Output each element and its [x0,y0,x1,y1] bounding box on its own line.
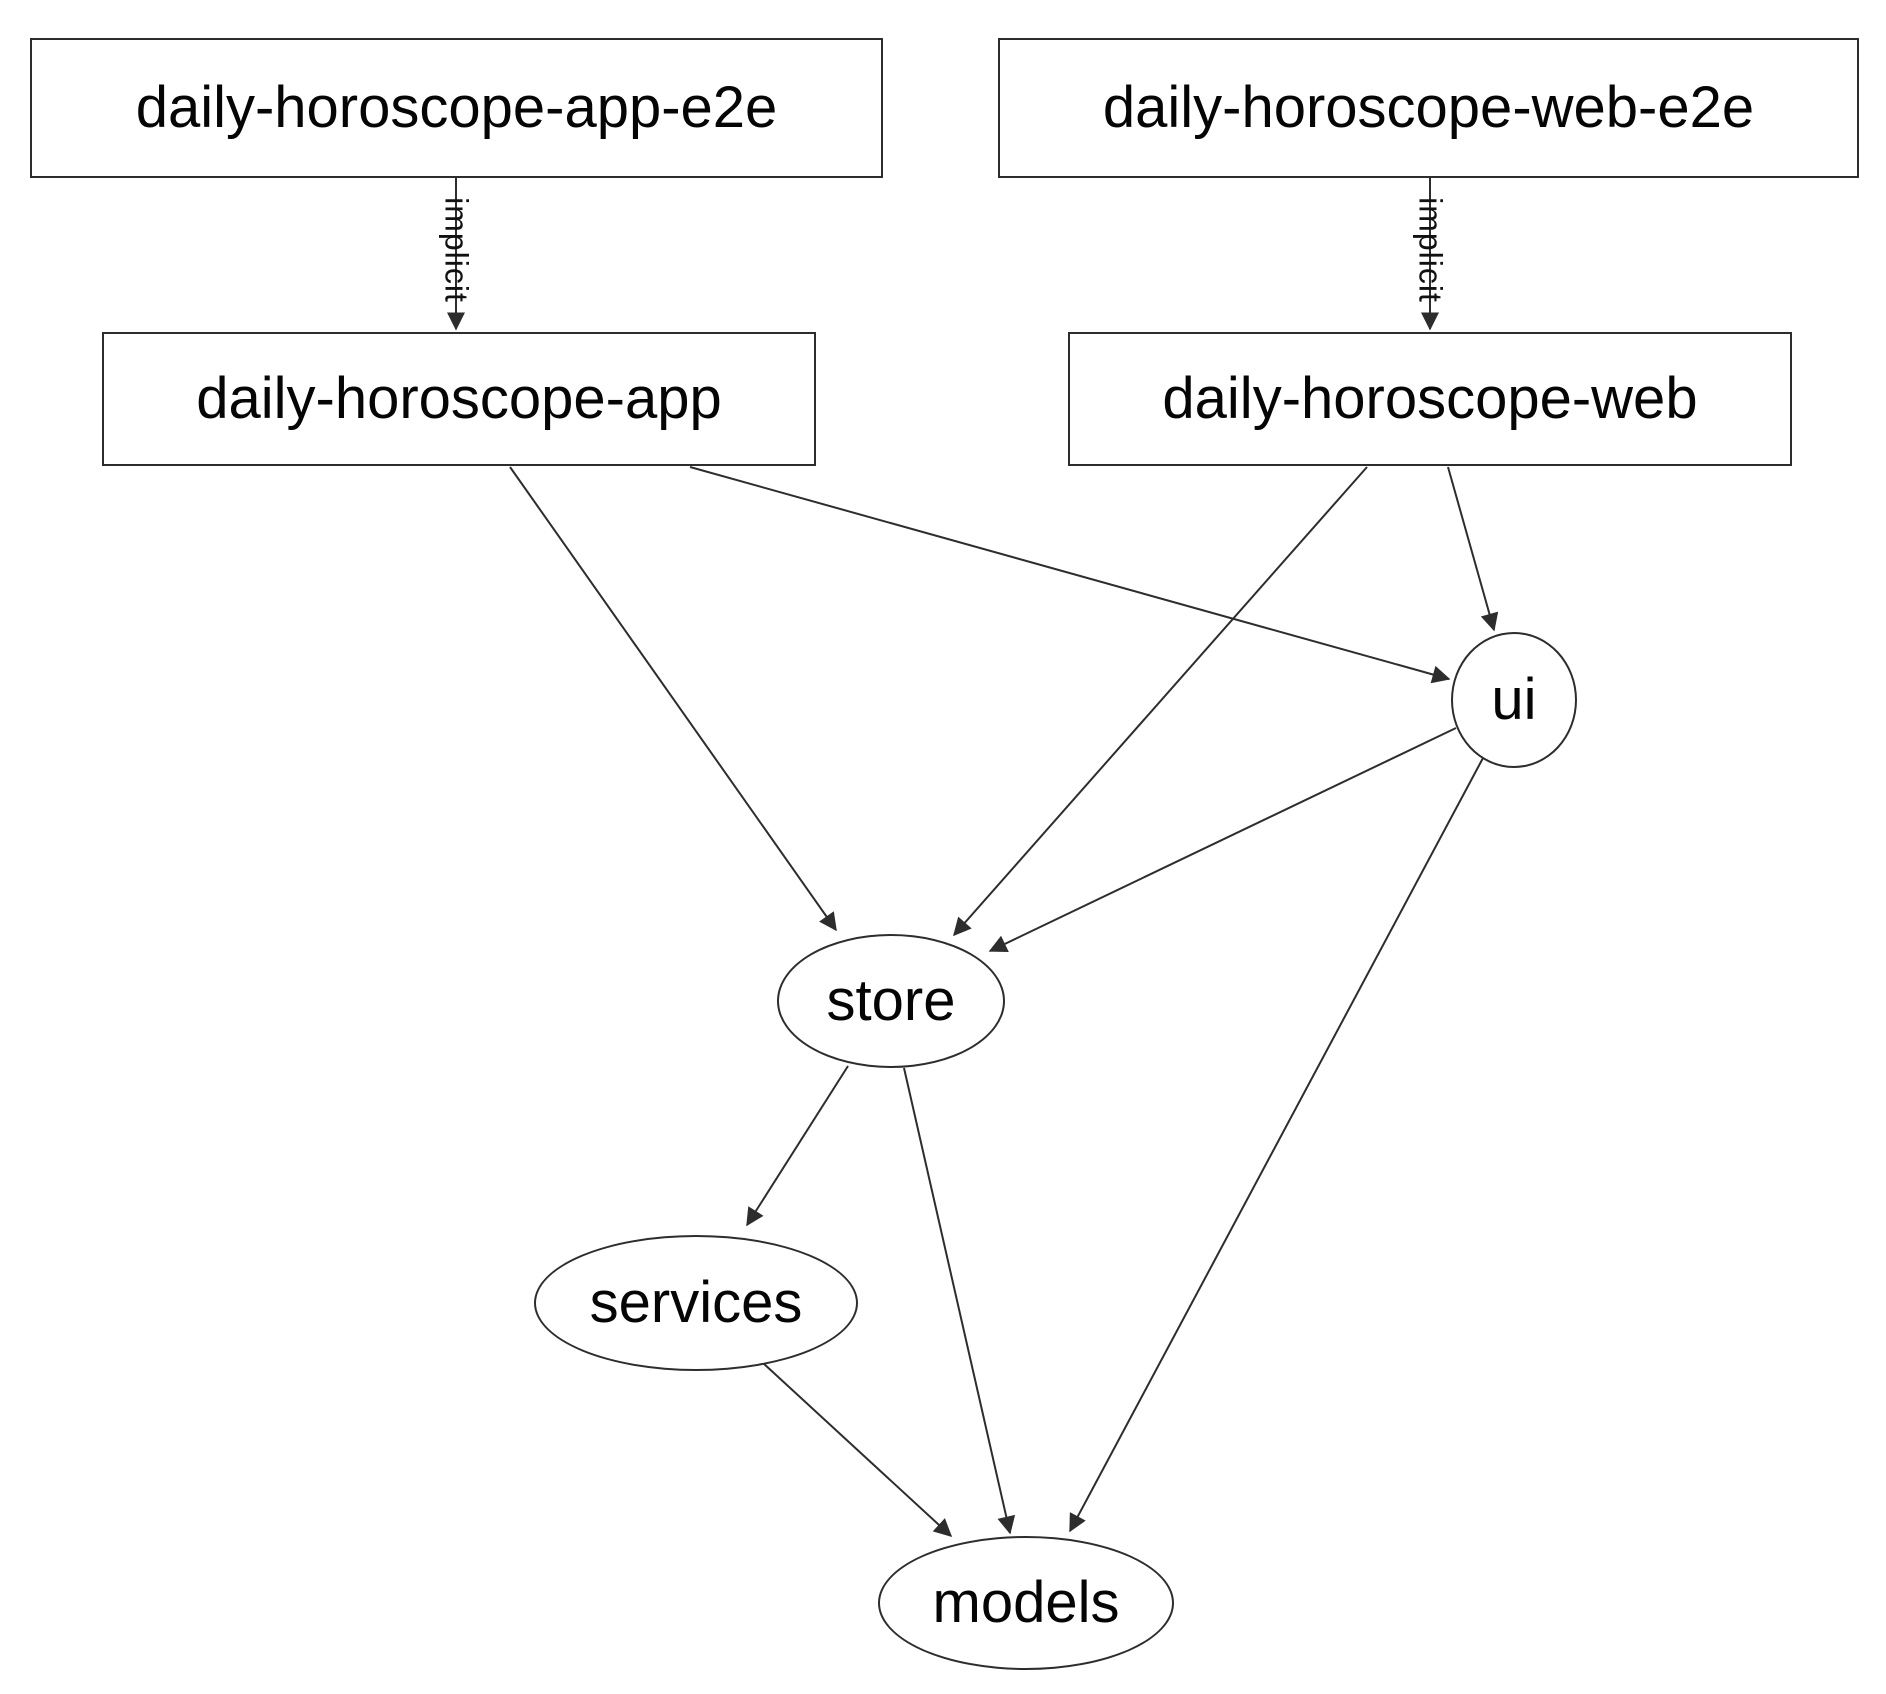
edge-web-to-store [953,466,1368,937]
node-store[interactable]: store [777,934,1005,1068]
edge-app-to-store [509,466,837,932]
edge-store-to-models [903,1067,1016,1535]
edge-label-implicit-right: implicit [1412,197,1449,303]
node-services[interactable]: services [534,1235,858,1371]
edge-web-to-ui [1447,466,1499,632]
node-label: daily-horoscope-app [196,366,722,431]
node-ui[interactable]: ui [1451,632,1577,768]
node-daily-horoscope-web[interactable]: daily-horoscope-web [1068,332,1792,466]
node-label: daily-horoscope-web-e2e [1102,75,1755,140]
edge-label-implicit-left: implicit [438,197,475,303]
node-models[interactable]: models [878,1536,1174,1670]
node-label: daily-horoscope-web [1162,366,1698,431]
node-daily-horoscope-app[interactable]: daily-horoscope-app [102,332,816,466]
edge-ui-to-models [1069,757,1484,1533]
edge-services-to-models [762,1362,953,1537]
node-label: daily-horoscope-app-e2e [135,75,778,140]
node-label: store [826,968,956,1033]
edge-app-to-ui [689,466,1451,684]
node-label: ui [1491,667,1537,732]
edge-ui-to-store [988,727,1457,952]
node-daily-horoscope-web-e2e[interactable]: daily-horoscope-web-e2e [998,38,1859,178]
edge-store-to-services [746,1065,849,1227]
node-label: services [589,1270,803,1335]
node-daily-horoscope-app-e2e[interactable]: daily-horoscope-app-e2e [30,38,883,178]
node-label: models [932,1570,1120,1635]
